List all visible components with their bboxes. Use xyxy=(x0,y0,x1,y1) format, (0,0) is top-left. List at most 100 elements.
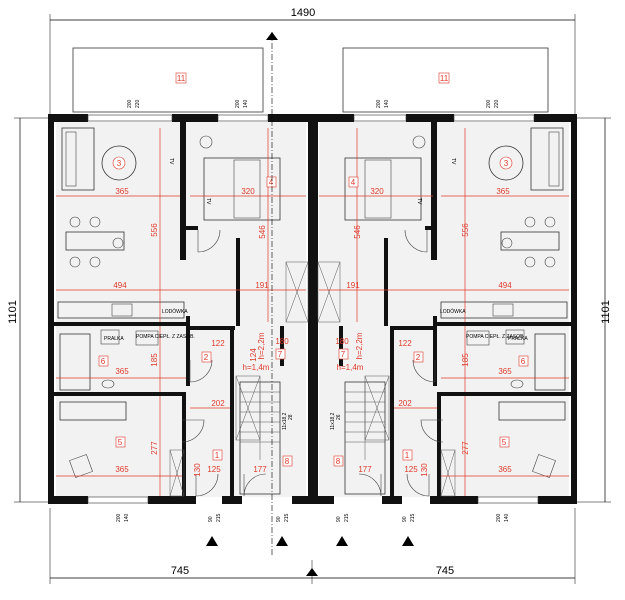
room6-right: 6 xyxy=(521,357,526,366)
furniture-right xyxy=(344,127,568,478)
room7-right: 7 xyxy=(341,350,346,359)
bed4-width-left: 320 xyxy=(241,187,255,196)
dim-125-left: 125 xyxy=(207,465,221,474)
room5-width-left: 365 xyxy=(115,465,129,474)
bath-height-left: 185 xyxy=(150,353,159,367)
room7-left: 7 xyxy=(278,350,283,359)
interior-walls-left xyxy=(54,122,284,496)
rug-right xyxy=(488,145,524,181)
dining-table-right xyxy=(500,231,560,251)
outer-walls xyxy=(48,114,577,504)
door-right2-215: 215 xyxy=(344,513,350,522)
dim-177-right: 177 xyxy=(358,465,372,474)
room3-right: 3 xyxy=(504,159,509,168)
window-dims-bottom: 200 140 200 140 90 215 90 215 90 215 90 … xyxy=(116,513,510,522)
bed4-height-right: 546 xyxy=(353,225,362,239)
living-width-left: 365 xyxy=(115,187,129,196)
kitchen-counter-right xyxy=(440,301,568,319)
win-top-right2-200: 200 xyxy=(376,99,382,108)
tv-left-2: TV xyxy=(205,198,211,205)
bed4-height-left: 546 xyxy=(258,225,267,239)
dim-180-right: 180 xyxy=(335,337,349,346)
room5-right: 5 xyxy=(502,438,507,447)
bed-room5-left xyxy=(59,401,127,421)
win-top-right2-140: 140 xyxy=(384,99,390,108)
dim-130-left: 130 xyxy=(193,463,202,477)
dim-124-left: 124 xyxy=(249,348,258,362)
win-bot-left-200: 200 xyxy=(116,513,122,522)
left-depth-label: 1101 xyxy=(7,300,19,324)
hall-202-left: 202 xyxy=(211,399,225,408)
bathtub-left xyxy=(59,333,91,391)
room-dims-left: 365 556 320 546 494 191 122 180 h=2,2m 1… xyxy=(113,187,289,477)
right-half-label: 745 xyxy=(436,565,454,577)
windows xyxy=(87,114,539,504)
room-dims-right: 365 556 320 546 494 191 122 180 h=2,2m h… xyxy=(335,187,512,477)
room1-right: 1 xyxy=(405,451,410,460)
dim-125-right: 125 xyxy=(404,465,418,474)
height-14-right: h=1,4m xyxy=(337,363,364,372)
win-top-left2-140: 140 xyxy=(243,99,249,108)
win-top-left-200: 200 xyxy=(127,99,133,108)
stair-voids xyxy=(169,261,456,497)
dining-table-left xyxy=(65,231,125,251)
terrace-left-number: 11 xyxy=(177,74,186,83)
section-arrow-bottom xyxy=(306,568,318,576)
door-left2-215: 215 xyxy=(284,513,290,522)
overall-width-label: 1490 xyxy=(291,7,315,19)
right-depth-dimension: 1101 xyxy=(575,117,612,503)
room5-height-right: 277 xyxy=(461,441,470,455)
bath-height-right: 185 xyxy=(461,353,470,367)
dim-122-right: 122 xyxy=(398,339,412,348)
room-numbers: 3 3 4 4 6 6 2 2 7 7 5 5 1 1 8 8 xyxy=(98,156,529,467)
win-bot-right-140: 140 xyxy=(504,513,510,522)
furniture-left xyxy=(57,127,281,478)
win-bot-left-140: 140 xyxy=(124,513,130,522)
room2-right: 2 xyxy=(416,353,421,362)
room1-left: 1 xyxy=(215,451,220,460)
stair-left-spec: 11x18,2 xyxy=(282,412,288,430)
living-width-right: 365 xyxy=(496,187,510,196)
window-dims-top: 200 220 200 140 200 140 200 220 xyxy=(127,99,500,108)
room5-left: 5 xyxy=(118,438,123,447)
right-depth-label: 1101 xyxy=(600,300,612,324)
entrance-arrows xyxy=(206,536,414,546)
bed4-width-right: 320 xyxy=(370,187,384,196)
door-left2-90: 90 xyxy=(276,516,282,522)
hall-191-right: 191 xyxy=(346,281,360,290)
win-top-right-220: 220 xyxy=(494,99,500,108)
door-right-90: 90 xyxy=(402,516,408,522)
terrace-left: 11 xyxy=(72,47,264,113)
dim-180-left: 180 xyxy=(275,337,289,346)
room5-width-right: 365 xyxy=(498,465,512,474)
living-full-right: 494 xyxy=(498,281,512,290)
pralka-right: PRALKA xyxy=(508,336,528,342)
room4-left: 4 xyxy=(269,178,274,187)
overall-width-dimension: 1490 xyxy=(49,7,576,120)
left-half-label: 745 xyxy=(171,565,189,577)
tv-right-1: TV xyxy=(450,158,456,165)
sofa-right xyxy=(530,127,564,191)
door-swings xyxy=(181,229,444,497)
interior-walls-right xyxy=(339,122,571,496)
living-full-left: 494 xyxy=(113,281,127,290)
door-left-215: 215 xyxy=(216,513,222,522)
height-14-left: h=1,4m xyxy=(243,363,270,372)
room2-left: 2 xyxy=(204,353,209,362)
room6-left: 6 xyxy=(101,357,106,366)
dim-177-left: 177 xyxy=(253,465,267,474)
rug-left xyxy=(101,145,137,181)
pompa-left: POMPA CIEPŁ. Z ZASOB. xyxy=(136,334,195,340)
stair-right-spec: 11x18,2 xyxy=(330,412,336,430)
bed-right xyxy=(344,157,422,221)
red-dimension-lines xyxy=(56,128,569,496)
tv-right-2: TV xyxy=(416,198,422,205)
win-top-left-220: 220 xyxy=(135,99,141,108)
bottom-half-dimensions: 745 745 xyxy=(49,508,576,584)
height-22-right: h=2,2m xyxy=(355,332,364,359)
living-height-left: 556 xyxy=(150,223,159,237)
room5-height-left: 277 xyxy=(150,441,159,455)
pralka-left: PRALKA xyxy=(104,336,124,342)
lodowka-left: LODÓWKA xyxy=(162,308,188,315)
